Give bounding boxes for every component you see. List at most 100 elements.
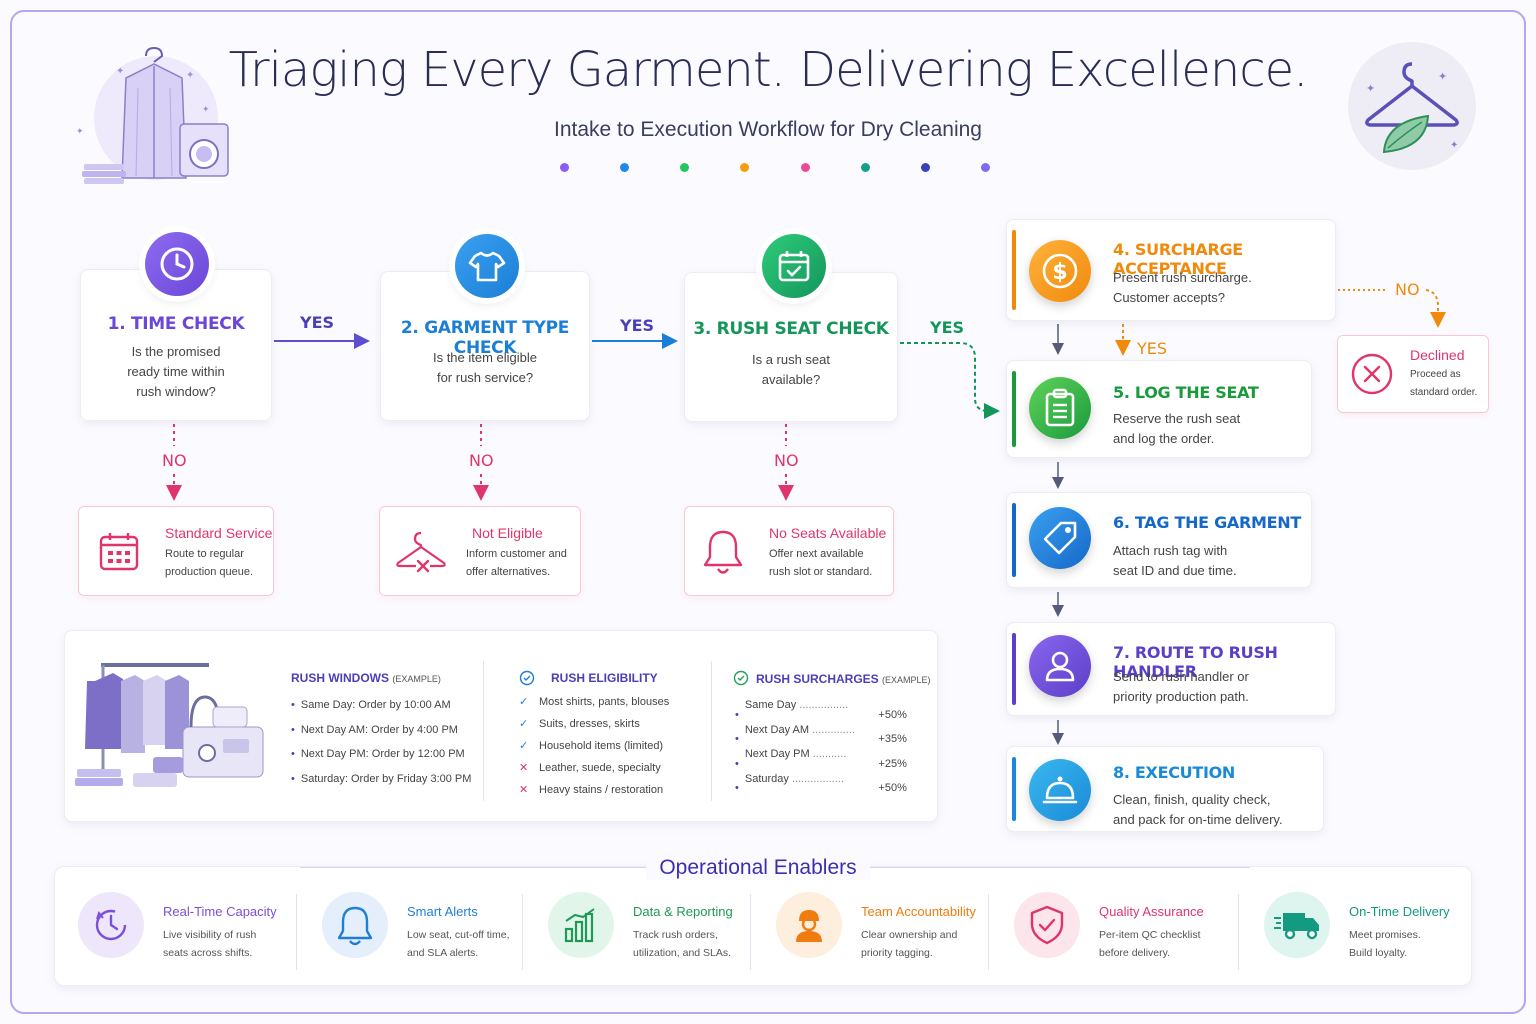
shield-check-icon [1014, 892, 1080, 958]
text-line: ready time within [127, 364, 225, 379]
decorative-dot [740, 163, 750, 172]
step-title: 4. SURCHARGE ACCEPTANCE [1113, 240, 1335, 278]
rush-window-row: •Next Day PM: Order by 12:00 PM [291, 748, 465, 760]
text-line: production queue. [165, 566, 254, 578]
outcome-title: Not Eligible [472, 525, 543, 541]
step-description: Attach rush tag with seat ID and due tim… [1113, 541, 1237, 581]
step-description: Clean, finish, quality check, and pack f… [1113, 790, 1283, 830]
x-icon: ✕ [519, 762, 529, 774]
rush-surcharges-heading: RUSH SURCHARGES (EXAMPLE) [756, 672, 931, 686]
enabler-title: Real-Time Capacity [163, 904, 277, 919]
outcome-no-seats-available: No Seats Available Offer next available … [684, 506, 894, 596]
garment-bag-illustration: ✦ ✦ ✦ ✦ [76, 38, 256, 188]
divider [522, 894, 523, 970]
step-title: 6. TAG THE GARMENT [1113, 513, 1301, 532]
step-card-execution: 8. EXECUTION Clean, finish, quality chec… [1006, 746, 1324, 832]
step-title: 8. EXECUTION [1113, 763, 1235, 782]
eligibility-row: ✓Suits, dresses, skirts [519, 713, 669, 735]
clock-refresh-icon [78, 892, 144, 958]
yes-label: YES [300, 313, 335, 332]
decorative-dot [800, 163, 810, 172]
step-title-text: TAG THE GARMENT [1134, 513, 1301, 532]
step-description: Send to rush handler or priority product… [1113, 667, 1249, 707]
x-icon: ✕ [519, 784, 529, 796]
text-line: and pack for on-time delivery. [1113, 812, 1283, 827]
dry-cleaning-rack-illustration [73, 657, 273, 802]
step-number: 4. [1113, 240, 1130, 259]
text-line: Route to regular [165, 548, 244, 560]
divider [988, 894, 989, 970]
surcharge-row: •Next Day AM ..............+35% [735, 723, 907, 746]
calendar-icon [97, 529, 141, 578]
svg-text:✦: ✦ [1438, 71, 1447, 83]
step-number: 6. [1113, 513, 1130, 532]
no-label: NO [469, 451, 494, 470]
text-line: rush window? [136, 384, 216, 399]
yes-label: YES [1137, 339, 1168, 358]
page-subtitle: Intake to Execution Workflow for Dry Cle… [554, 118, 982, 141]
svg-text:✦: ✦ [116, 66, 124, 77]
step-title: 2. GARMENT TYPE CHECK [400, 318, 570, 358]
tag-icon [1029, 507, 1091, 569]
text-line: offer alternatives. [466, 566, 551, 578]
outcome-not-eligible: Not Eligible Inform customer and offer a… [379, 506, 581, 596]
divider [1238, 894, 1239, 970]
svg-text:✦: ✦ [1450, 140, 1458, 151]
text-line: Is the promised [131, 344, 221, 359]
step-card-log-the-seat: 5. LOG THE SEAT Reserve the rush seat an… [1006, 360, 1312, 458]
text-line: Present rush surcharge. [1113, 270, 1252, 285]
step-title-text: LOG THE SEAT [1134, 383, 1259, 402]
enabler-description: Low seat, cut-off time,and SLA alerts. [407, 929, 510, 959]
rush-info-panel: RUSH WINDOWS (EXAMPLE) •Same Day: Order … [64, 630, 938, 822]
step-title: 3. RUSH SEAT CHECK [693, 319, 889, 339]
step-card-tag-the-garment: 6. TAG THE GARMENT Attach rush tag with … [1006, 492, 1312, 588]
eligibility-row: ✓Most shirts, pants, blouses [519, 691, 669, 713]
yes-label: YES [620, 316, 655, 335]
enabler-description: Meet promises.Build loyalty. [1349, 929, 1421, 959]
enabler-title: Team Accountability [861, 904, 976, 919]
enabler-description: Track rush orders,utilization, and SLAs. [633, 929, 732, 959]
no-label: NO [774, 451, 799, 470]
text-line: priority production path. [1113, 689, 1249, 704]
step-question: Is the item eligible for rush service? [380, 348, 590, 388]
step-number: 8. [1113, 763, 1130, 782]
svg-text:✦: ✦ [202, 104, 210, 114]
bell-icon [322, 892, 388, 958]
clipboard-icon [1029, 377, 1091, 439]
step-title-text: ROUTE TO RUSH HANDLER [1113, 643, 1278, 681]
surcharge-row: •Same Day ................+50% [735, 699, 907, 721]
step-title-text: SURCHARGE ACCEPTANCE [1113, 240, 1243, 278]
accent-bar [1012, 757, 1016, 821]
outcome-text: Inform customer and offer alternatives. [466, 545, 567, 581]
step-question: Is the promised ready time within rush w… [80, 342, 272, 402]
check-icon: ✓ [519, 718, 529, 730]
rush-eligibility-list: ✓Most shirts, pants, blouses✓Suits, dres… [519, 691, 669, 801]
divider [483, 661, 484, 801]
check-icon: ✓ [519, 740, 529, 752]
yes-label: YES [930, 318, 965, 337]
user-icon [1029, 635, 1091, 697]
hanger-leaf-logo: ✦ ✦ ✦ [1346, 40, 1478, 172]
heading-tag: (EXAMPLE) [882, 675, 931, 685]
svg-text:✦: ✦ [1366, 83, 1375, 95]
hanger-x-icon [394, 527, 448, 582]
text-line: seat ID and due time. [1113, 563, 1237, 578]
calendar-check-icon [762, 234, 826, 298]
step-question: Is a rush seat available? [684, 350, 898, 390]
text-line: standard order. [1410, 387, 1478, 398]
rush-windows-list: •Same Day: Order by 10:00 AM•Next Day AM… [291, 693, 471, 791]
accent-bar [1012, 633, 1016, 705]
x-circle-icon [1350, 352, 1394, 401]
check-circle-icon [733, 670, 749, 691]
text-line: Proceed as [1410, 369, 1461, 380]
enabler-title: On-Time Delivery [1349, 904, 1450, 919]
bar-chart-icon [548, 892, 614, 958]
heading-text: RUSH SURCHARGES [756, 672, 879, 686]
decorative-dots [560, 163, 990, 172]
page-title: Triaging Every Garment. Delivering Excel… [228, 42, 1309, 98]
